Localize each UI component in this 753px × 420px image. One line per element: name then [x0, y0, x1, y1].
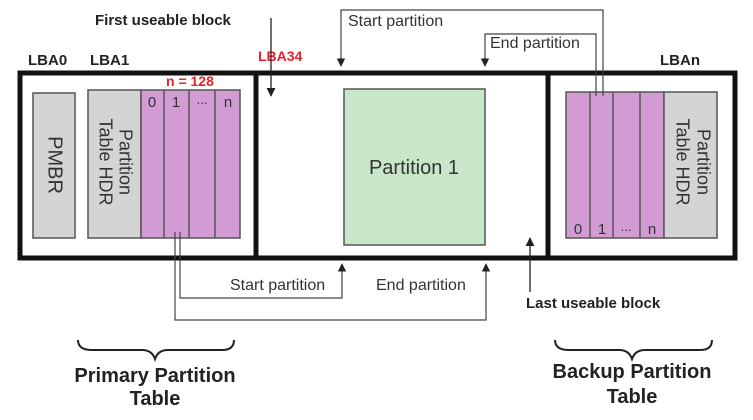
disk-outer-box	[17, 70, 738, 261]
backup-table-brace	[554, 339, 713, 363]
start-partition-bottom-label: Start partition	[230, 277, 325, 294]
partition-1-label: Partition 1	[369, 157, 459, 179]
primary-table-brace	[77, 339, 235, 363]
top-end-partition-arrow	[480, 33, 597, 96]
primary-caption-line2: Table	[130, 388, 181, 410]
partition-1-block	[343, 88, 486, 246]
last-useable-block-label: Last useable block	[526, 295, 661, 312]
primary-caption-line1: Primary Partition	[74, 365, 235, 387]
backup-caption-line2: Table	[607, 386, 658, 408]
primary-entry-ellipsis: ...	[197, 92, 208, 107]
backup-entry-n: n	[648, 221, 656, 238]
pmbr-label: PMBR	[44, 136, 66, 194]
backup-header-line1: Partition	[693, 129, 713, 195]
bottom-start-partition-arrow	[179, 232, 347, 299]
pmbr-block	[32, 92, 76, 239]
bottom-end-partition-arrow	[174, 232, 491, 321]
primary-entry-0: 0	[148, 94, 156, 111]
primary-entry-count-label: n = 128	[166, 73, 214, 89]
top-start-partition-arrow	[336, 9, 604, 96]
end-partition-top-label: End partition	[490, 35, 580, 52]
backup-entry-0: 0	[574, 221, 582, 238]
primary-entry-n: n	[224, 94, 232, 111]
lba1-label: LBA1	[90, 52, 129, 69]
backup-header-line2: Table HDR	[672, 118, 692, 205]
primary-header-line1: Partition	[115, 129, 135, 195]
lba0-label: LBA0	[28, 52, 67, 69]
first-useable-block-label: First useable block	[95, 12, 232, 29]
lban-label: LBAn	[660, 52, 700, 69]
lba34-label: LBA34	[258, 48, 303, 64]
backup-caption-line1: Backup Partition	[553, 361, 712, 383]
primary-entries-block	[140, 89, 241, 239]
backup-entries-block	[565, 91, 665, 239]
primary-header-line2: Table HDR	[95, 118, 115, 205]
backup-entry-1: 1	[598, 221, 606, 238]
backup-entry-ellipsis: ...	[621, 219, 632, 234]
backup-header-block	[663, 91, 718, 239]
end-partition-bottom-label: End partition	[376, 277, 466, 294]
start-partition-top-label: Start partition	[348, 13, 443, 30]
primary-entry-1: 1	[172, 94, 180, 111]
